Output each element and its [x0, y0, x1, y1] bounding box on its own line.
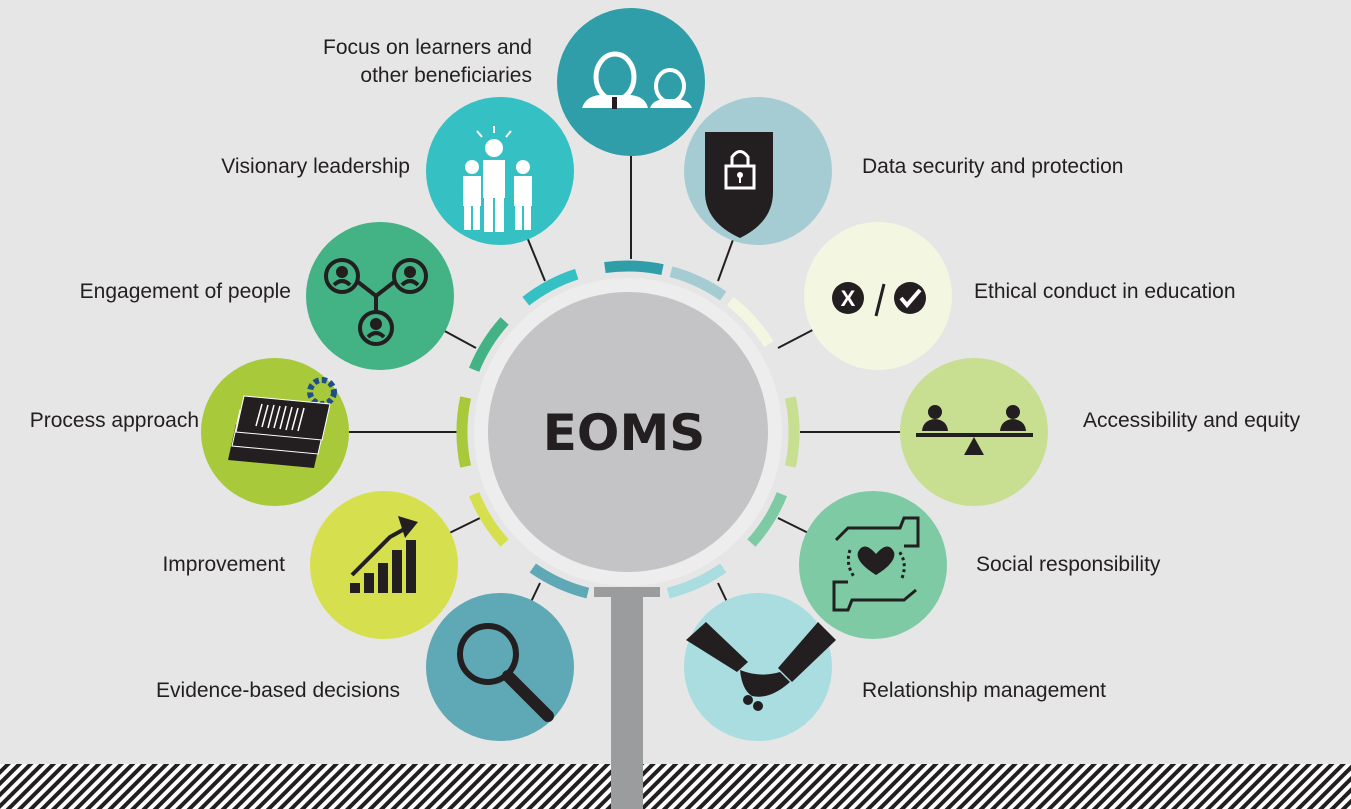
principle-label-ethical: Ethical conduct in education [974, 280, 1236, 303]
ring-segment-visionary [522, 268, 579, 306]
magnifier-icon [457, 623, 554, 722]
principle-label-focus: Focus on learners and [323, 36, 532, 59]
cross-check-icon: X [832, 282, 926, 317]
growth-chart-icon [350, 516, 418, 593]
ring-segment-data-security [669, 266, 727, 301]
principle-label-focus: other beneficiaries [360, 64, 532, 87]
principle-circle-engagement [306, 222, 454, 370]
principle-label-visionary: Visionary leadership [221, 155, 410, 178]
principle-label-evidence: Evidence-based decisions [156, 679, 400, 702]
principle-label-engagement: Engagement of people [80, 280, 291, 303]
principle-circle-relationship [684, 593, 832, 741]
principle-label-improvement: Improvement [162, 553, 285, 576]
process-gear-icon [228, 377, 337, 468]
principle-label-process: Process approach [30, 409, 199, 432]
principle-circle-focus [557, 8, 705, 156]
ring-segment-ethical [726, 296, 774, 348]
leaders-icon [463, 126, 532, 232]
ring-segment-improvement [468, 492, 509, 547]
magnifier-handle [611, 592, 643, 809]
principle-circle-ethical [804, 222, 952, 370]
ring-segment-focus [604, 260, 664, 275]
magnifier-handle-cap [594, 587, 660, 597]
ring-segment-engagement [468, 317, 509, 372]
principle-circle-accessibility [900, 358, 1048, 506]
center-label: EOMS [543, 404, 705, 462]
outer-ring [456, 260, 800, 599]
principle-label-relationship: Relationship management [862, 679, 1106, 702]
hatched-floor [0, 764, 1351, 809]
svg-text:X: X [841, 286, 856, 311]
ring-segment-accessibility [785, 396, 800, 468]
ring-segment-evidence [529, 563, 590, 599]
center-circle [488, 292, 768, 572]
people-network-icon [324, 258, 428, 346]
shield-lock-icon [705, 132, 773, 238]
hands-heart-icon [832, 516, 920, 612]
learners-icon [582, 51, 692, 109]
ring-segment-process [456, 396, 471, 468]
ring-segment-relationship [666, 563, 727, 599]
handshake-icon [686, 622, 836, 711]
principle-label-social: Social responsibility [976, 553, 1161, 576]
principle-label-accessibility: Accessibility and equity [1083, 409, 1301, 432]
principle-label-data-security: Data security and protection [862, 155, 1123, 178]
ring-segment-social [747, 492, 788, 547]
balance-scale-icon [916, 405, 1033, 455]
